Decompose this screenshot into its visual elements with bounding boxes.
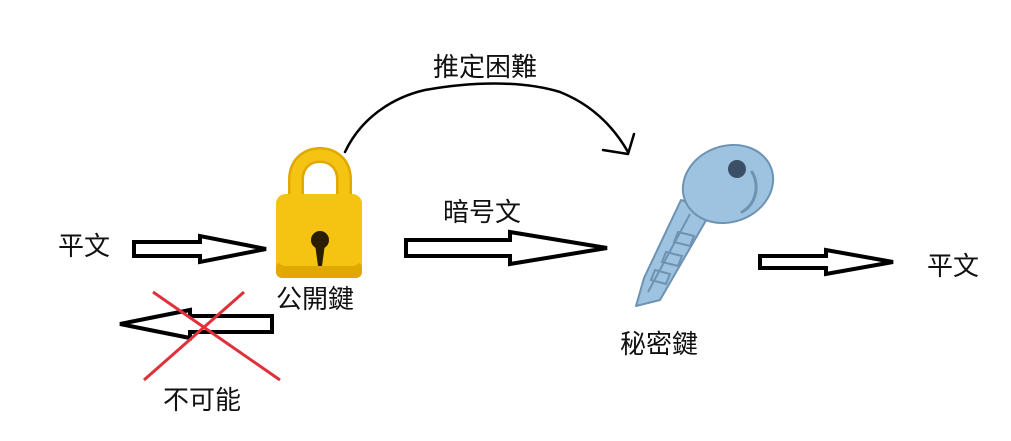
plaintext-right-label: 平文 <box>927 252 980 282</box>
cross-mark-icon <box>143 290 281 382</box>
hard-to-infer-label: 推定困難 <box>433 53 538 83</box>
private-key-label: 秘密鍵 <box>620 330 699 360</box>
arrow-plain-to-lock <box>132 233 267 265</box>
arrow-lock-to-key <box>404 229 608 267</box>
plaintext-left-label: 平文 <box>58 232 111 262</box>
key-icon <box>635 143 775 307</box>
padlock-icon <box>276 146 362 278</box>
ciphertext-label: 暗号文 <box>443 198 522 228</box>
curved-arrow-hard <box>343 82 630 154</box>
public-key-label: 公開鍵 <box>276 285 355 315</box>
impossible-label: 不可能 <box>163 386 242 416</box>
arrow-key-to-plain <box>758 247 894 277</box>
curved-arrow-head <box>601 132 636 156</box>
arrow-reverse-impossible <box>119 307 274 341</box>
